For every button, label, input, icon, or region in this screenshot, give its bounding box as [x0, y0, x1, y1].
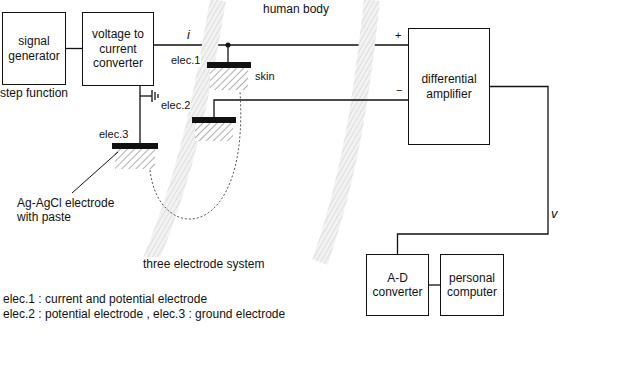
- signal-wire: [429, 284, 440, 285]
- electrode-label: elec.1: [170, 54, 201, 67]
- box-label: voltage to current converter: [83, 27, 153, 70]
- box-label: signal generator: [3, 34, 65, 63]
- electrode-plate: [207, 62, 251, 68]
- signal-wire: [66, 48, 82, 49]
- input-polarity: +: [394, 29, 402, 42]
- legend-note: elec.2 : potential electrode , elec.3 : …: [2, 307, 286, 321]
- wire: [214, 100, 408, 117]
- skin-tissue: [195, 123, 233, 141]
- electrode-plate: [192, 117, 236, 123]
- signal-name: v: [550, 206, 559, 222]
- amplifier-box: differential amplifier: [408, 28, 490, 145]
- skin-tissue: [210, 68, 248, 90]
- box-label: A-D converter: [367, 271, 428, 300]
- signal-name: i: [186, 27, 191, 43]
- body-boundary: [320, 0, 372, 262]
- adc-box: A-D converter: [366, 254, 429, 316]
- box-label: differential amplifier: [409, 72, 489, 101]
- box-caption: step function: [0, 86, 69, 100]
- part-name: skin: [254, 70, 276, 83]
- system-label: three electrode system: [142, 257, 265, 271]
- wire: [227, 45, 228, 62]
- electrode-plate: [112, 143, 158, 149]
- current-path: [150, 92, 241, 219]
- legend-note: elec.1 : current and potential electrode: [2, 292, 208, 306]
- electrode-label: elec.2: [160, 99, 191, 112]
- callout-note: Ag-AgCl electrode with paste: [16, 196, 122, 225]
- wire: [139, 86, 140, 143]
- converter-box: voltage to current converter: [82, 12, 154, 86]
- signal-generator-box: signal generatorstep function: [2, 12, 66, 85]
- ground-symbol: [140, 90, 158, 102]
- electrode-label: elec.3: [98, 128, 129, 141]
- input-polarity: −: [395, 84, 403, 97]
- region-label: human body: [262, 2, 330, 16]
- skin-tissue: [115, 149, 155, 169]
- computer-box: personal computer: [440, 254, 504, 316]
- box-label: personal computer: [441, 271, 503, 300]
- junction-dot: [226, 43, 231, 48]
- leader-line: [72, 152, 118, 193]
